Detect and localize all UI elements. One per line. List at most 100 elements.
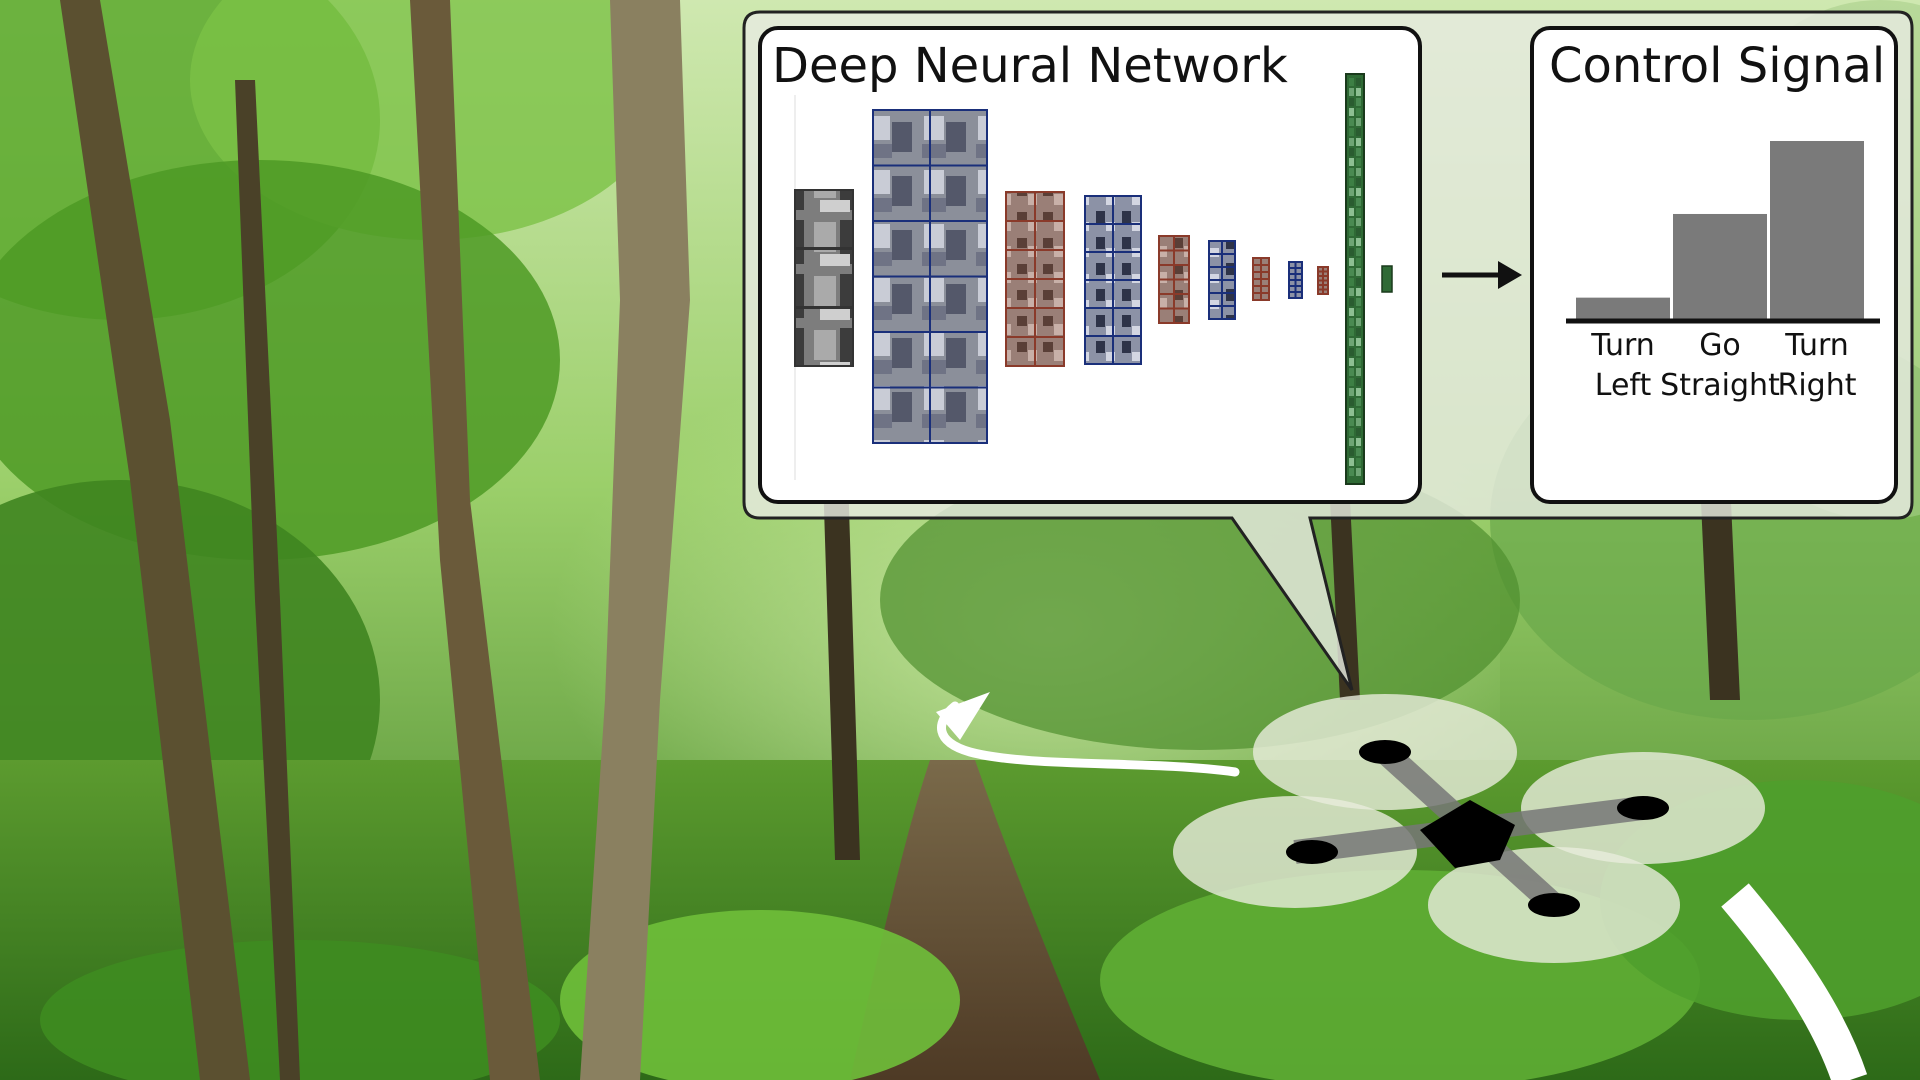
feature-map <box>872 220 931 278</box>
feature-map <box>1034 336 1065 367</box>
dense-unit <box>1349 368 1354 376</box>
dense-unit <box>1349 308 1354 316</box>
dense-unit <box>1356 448 1361 456</box>
network-layers <box>794 73 1393 485</box>
conv-layer-8 <box>1317 266 1329 295</box>
feature-map <box>1112 223 1142 253</box>
dense-layer-column <box>1345 73 1365 485</box>
dense-unit <box>1356 198 1361 206</box>
feature-map <box>1084 195 1114 225</box>
dense-unit <box>1356 138 1361 146</box>
conv-layer-4 <box>1158 235 1190 324</box>
feature-map <box>1208 240 1223 255</box>
dense-unit <box>1349 418 1354 426</box>
dense-unit <box>1356 338 1361 346</box>
bar-label-line: Turn <box>1591 328 1655 363</box>
dense-unit <box>1356 228 1361 236</box>
feature-map <box>1084 223 1114 253</box>
feature-map <box>1034 220 1065 251</box>
feature-map <box>1112 307 1142 337</box>
feature-map <box>1173 249 1190 266</box>
dense-unit <box>1349 468 1354 476</box>
dense-unit <box>1356 308 1361 316</box>
feature-map <box>929 331 988 389</box>
feature-map <box>1112 195 1142 225</box>
dense-unit <box>1356 408 1361 416</box>
dense-unit <box>1349 198 1354 206</box>
dense-unit <box>1356 328 1361 336</box>
dense-unit <box>1349 118 1354 126</box>
feature-map <box>1034 191 1065 222</box>
feature-map <box>872 386 931 444</box>
dense-unit <box>1356 458 1361 466</box>
dense-unit <box>1349 348 1354 356</box>
dense-unit <box>1356 468 1361 476</box>
feature-map <box>872 331 931 389</box>
feature-map <box>1252 285 1262 294</box>
bar-label-line: Left <box>1594 368 1652 403</box>
feature-map <box>1294 291 1303 299</box>
feature-map <box>1260 285 1270 294</box>
feature-map <box>1173 293 1190 310</box>
feature-map <box>929 220 988 278</box>
feature-map <box>1034 278 1065 309</box>
dense-unit <box>1349 108 1354 116</box>
bar-label-line: Turn <box>1785 328 1849 363</box>
feature-map <box>1322 288 1329 295</box>
feature-map <box>1208 292 1223 307</box>
input-image-stack <box>794 189 854 367</box>
dense-unit <box>1349 398 1354 406</box>
dense-unit <box>1349 218 1354 226</box>
dense-unit <box>1356 398 1361 406</box>
feature-map <box>1005 278 1036 309</box>
feature-map <box>1221 240 1236 255</box>
feature-map <box>1084 279 1114 309</box>
feature-map <box>1260 278 1270 287</box>
dense-unit <box>1349 378 1354 386</box>
quadrotor-icon <box>1173 694 1765 963</box>
feature-map <box>1084 307 1114 337</box>
conv-layer-1 <box>872 109 988 444</box>
feature-map <box>929 164 988 222</box>
dense-unit <box>1356 268 1361 276</box>
dense-unit <box>1356 158 1361 166</box>
dense-unit <box>1349 278 1354 286</box>
dense-unit <box>1349 458 1354 466</box>
feature-map <box>1005 191 1036 222</box>
feature-map <box>1112 279 1142 309</box>
dense-unit <box>1349 448 1354 456</box>
conv-layer-2 <box>1005 191 1065 367</box>
conv-layer-5 <box>1208 240 1236 320</box>
dense-unit <box>1349 78 1354 86</box>
dense-unit <box>1349 438 1354 446</box>
feature-map <box>872 164 931 222</box>
dense-unit <box>1349 358 1354 366</box>
feature-map <box>1034 307 1065 338</box>
dense-unit <box>1356 238 1361 246</box>
feature-map <box>1158 264 1175 281</box>
dense-unit <box>1356 378 1361 386</box>
feature-map <box>1252 278 1262 287</box>
arrow-right-icon <box>1442 261 1522 289</box>
feature-map <box>1252 271 1262 280</box>
bar-2 <box>1770 141 1864 319</box>
dense-unit <box>1356 278 1361 286</box>
feature-map <box>1084 335 1114 365</box>
dense-unit <box>1356 78 1361 86</box>
feature-map <box>929 386 988 444</box>
dense-unit <box>1356 88 1361 96</box>
dense-unit <box>1349 98 1354 106</box>
dense-unit <box>1356 168 1361 176</box>
dense-unit <box>1349 88 1354 96</box>
bar-1 <box>1673 213 1767 319</box>
feature-map <box>1252 264 1262 273</box>
feature-map <box>1260 292 1270 301</box>
dense-unit <box>1356 208 1361 216</box>
dense-unit <box>1356 98 1361 106</box>
dense-unit <box>1349 228 1354 236</box>
dense-unit <box>1349 168 1354 176</box>
feature-map <box>1158 293 1175 310</box>
dense-unit <box>1356 298 1361 306</box>
